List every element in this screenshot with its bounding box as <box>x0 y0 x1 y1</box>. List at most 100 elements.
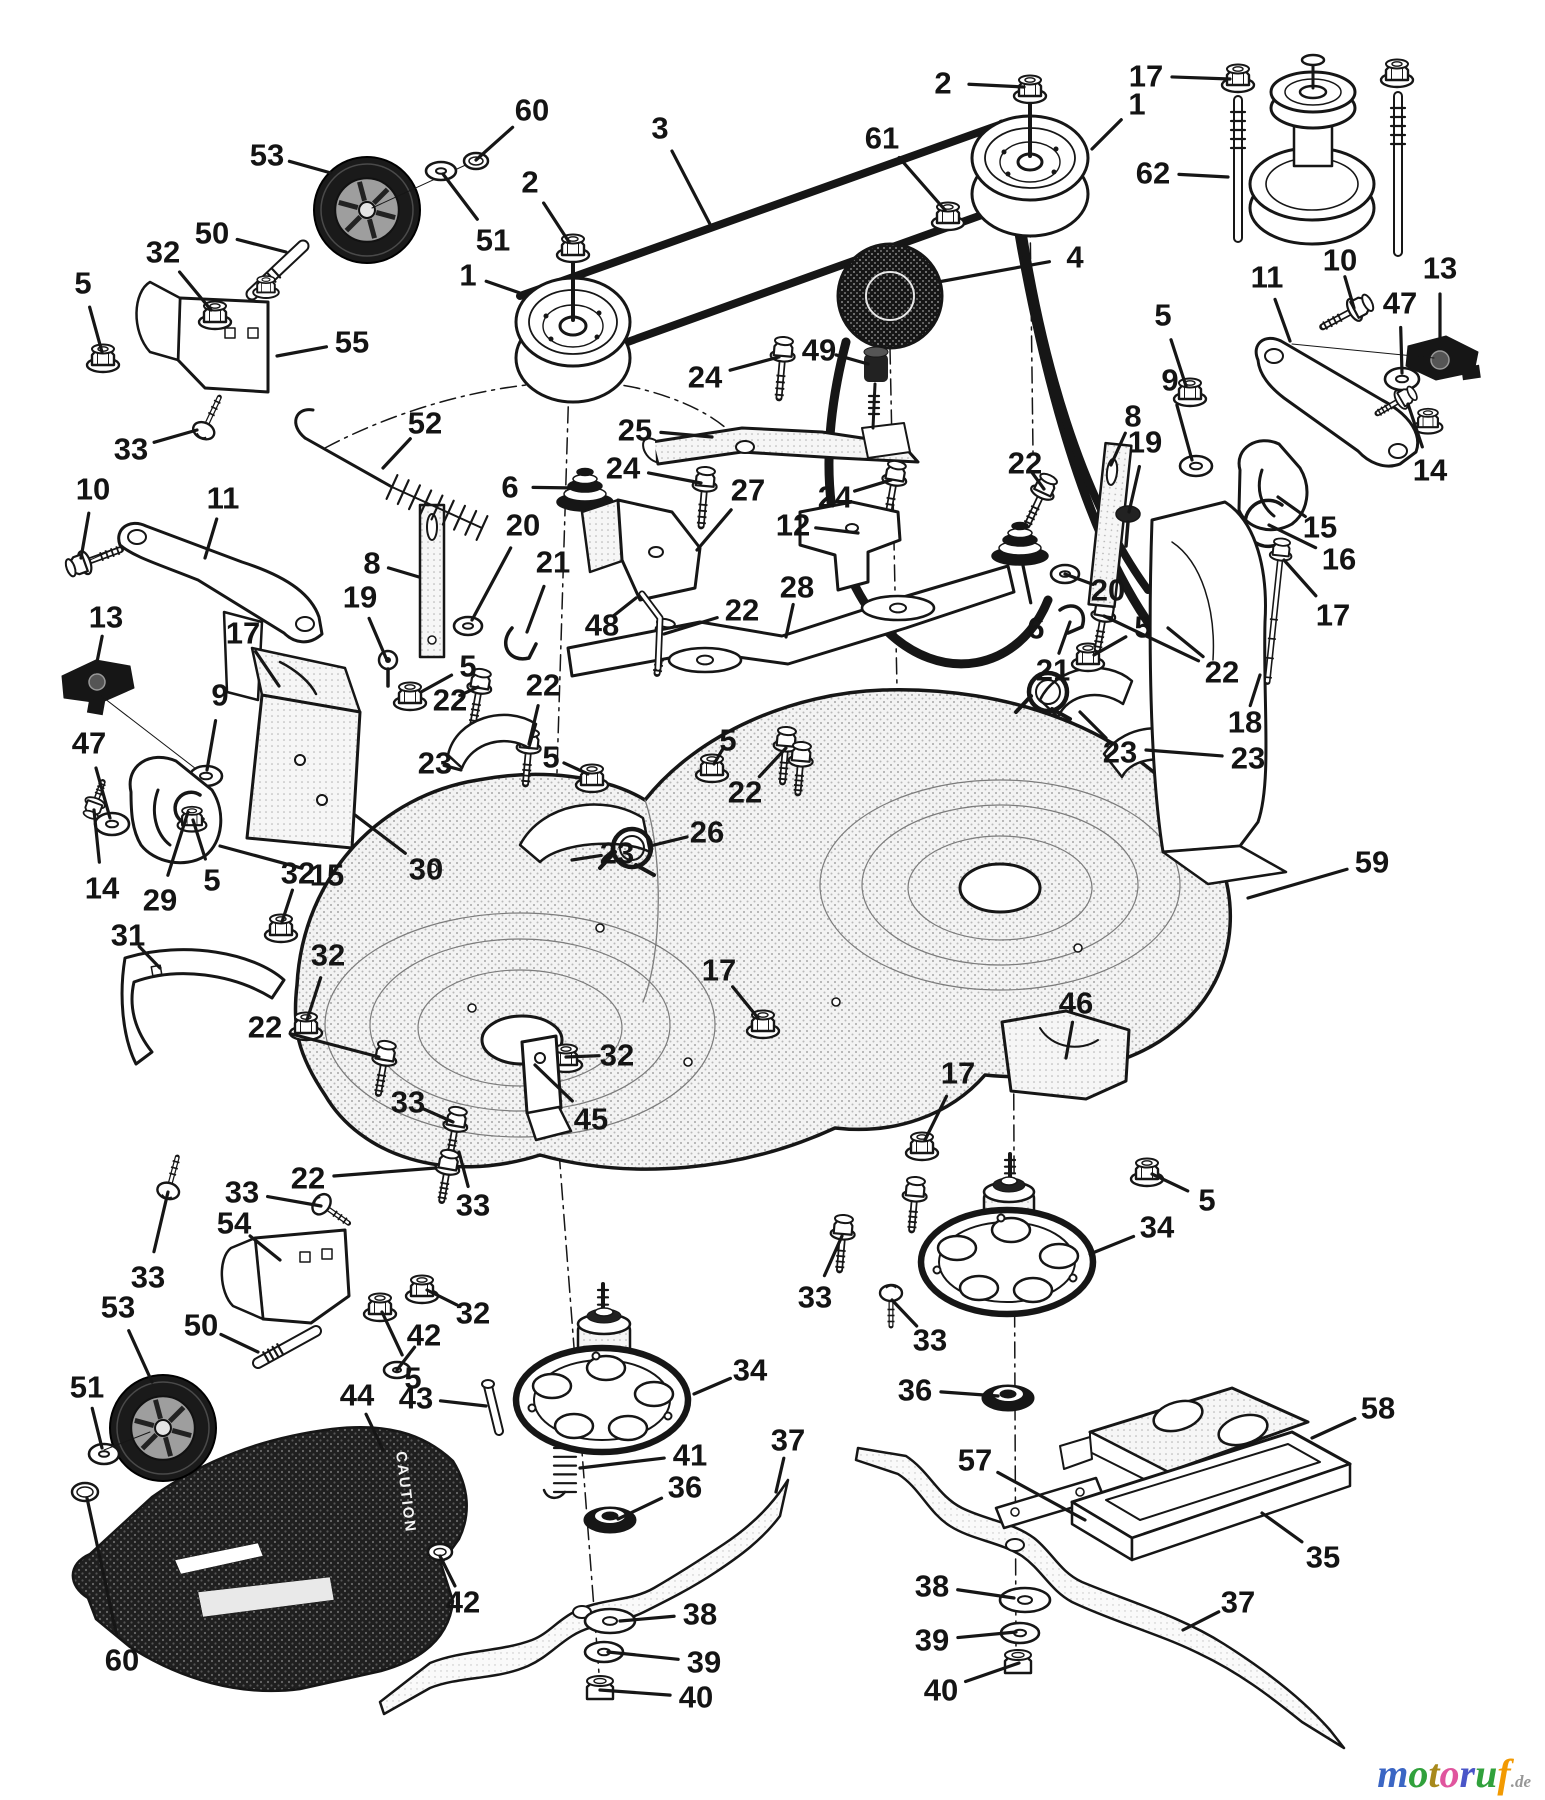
part-ellipse <box>127 529 147 545</box>
part-ellipse <box>907 835 1093 941</box>
part-ellipse <box>426 1542 454 1562</box>
leader-line <box>606 1650 680 1661</box>
drive-belt <box>516 120 1006 300</box>
callout-17: 17 <box>702 953 736 988</box>
clip <box>504 626 538 661</box>
callout-60: 60 <box>515 93 549 128</box>
leader-line <box>728 355 781 372</box>
motoruf-logo: motoruf.de <box>1377 1754 1531 1794</box>
part-circle <box>543 313 549 319</box>
leader-line <box>438 1554 457 1588</box>
callout-16: 16 <box>1322 542 1356 577</box>
part-rect <box>247 327 259 339</box>
part-spr <box>1229 110 1247 150</box>
part-screw <box>192 394 222 441</box>
rod <box>638 590 664 672</box>
part-washer <box>583 1607 637 1635</box>
leader-line <box>923 1094 949 1142</box>
part-path <box>294 408 315 440</box>
callout-5: 5 <box>1198 1183 1215 1218</box>
part-circle <box>316 794 328 806</box>
part-washer <box>87 1442 121 1466</box>
part-ellipse <box>468 156 484 166</box>
part-ellipse <box>1388 443 1408 459</box>
leader-line <box>598 1688 672 1697</box>
part-ellipse <box>863 346 889 358</box>
leader-line <box>996 1470 1087 1522</box>
part-path <box>525 1105 573 1142</box>
callout-54: 54 <box>217 1206 252 1241</box>
leader-line <box>784 602 795 639</box>
logo-letter: t <box>1428 1751 1440 1796</box>
part-spr <box>867 394 881 416</box>
callout-23: 23 <box>1231 741 1265 776</box>
part-rect <box>299 1251 311 1263</box>
part-nut <box>263 913 299 944</box>
part-bolt <box>1319 293 1375 331</box>
callout-36: 36 <box>668 1470 702 1505</box>
callout-33: 33 <box>798 1280 832 1315</box>
callout-45: 45 <box>574 1102 608 1137</box>
part-nut <box>904 1131 940 1162</box>
leader-line <box>531 485 578 490</box>
leader-line <box>1064 1020 1075 1060</box>
part-bolt <box>769 335 796 402</box>
leader-line <box>395 1345 417 1372</box>
callout-53: 53 <box>250 138 284 173</box>
part-ellipse <box>426 513 438 541</box>
leader-line <box>670 149 714 230</box>
leader-line <box>1166 626 1205 659</box>
part-tspring <box>598 826 656 877</box>
discharge-chute <box>71 1426 468 1693</box>
callout-5: 5 <box>1134 610 1151 645</box>
part-washer <box>998 1586 1052 1614</box>
leader-line <box>94 766 112 820</box>
callout-36: 36 <box>898 1373 932 1408</box>
logo-letter: u <box>1475 1751 1498 1796</box>
hanger-strap <box>1087 441 1133 609</box>
part-ellipse <box>70 1481 100 1503</box>
part-path <box>174 1542 264 1575</box>
leader-line <box>648 835 689 848</box>
leader-line <box>203 517 219 560</box>
callout-52: 52 <box>408 406 442 441</box>
part-path <box>1257 468 1276 518</box>
leader-line <box>1273 297 1292 343</box>
leader-line <box>822 1234 844 1278</box>
leader-line <box>1248 673 1262 708</box>
callout-5: 5 <box>459 649 476 684</box>
leader-line <box>1088 1234 1136 1256</box>
leader-line <box>280 888 294 924</box>
callout-53: 53 <box>101 1290 135 1325</box>
leader-line <box>470 546 513 622</box>
part-bolt <box>787 740 814 797</box>
callout-13: 13 <box>1423 251 1457 286</box>
part-washer <box>1383 366 1421 392</box>
part-nut <box>1070 642 1106 673</box>
part-circle <box>534 1052 546 1064</box>
callout-29: 29 <box>143 883 177 918</box>
part-rod <box>252 1325 322 1369</box>
callout-22: 22 <box>728 775 762 810</box>
leader-line <box>1144 748 1224 758</box>
callout-33: 33 <box>913 1323 947 1358</box>
parts-artwork: CAUTION <box>61 53 1481 1750</box>
part-washer <box>93 811 131 837</box>
leader-line <box>152 1190 170 1254</box>
part-nut <box>555 233 591 264</box>
leader-line <box>1063 572 1095 587</box>
leader-line <box>419 673 454 694</box>
callout-37: 37 <box>1221 1585 1255 1620</box>
leader-line <box>137 944 162 970</box>
leader-line <box>219 1332 260 1354</box>
part-ellipse <box>958 862 1042 914</box>
logo-letter: f <box>1497 1751 1511 1796</box>
part-ellipse <box>481 1379 495 1389</box>
part-screw <box>878 1283 904 1329</box>
part-circle <box>1010 1507 1020 1517</box>
leader-line <box>939 1390 1000 1398</box>
engine-pulley <box>836 242 944 350</box>
leader-line <box>1127 464 1142 514</box>
leader-line <box>646 471 703 485</box>
